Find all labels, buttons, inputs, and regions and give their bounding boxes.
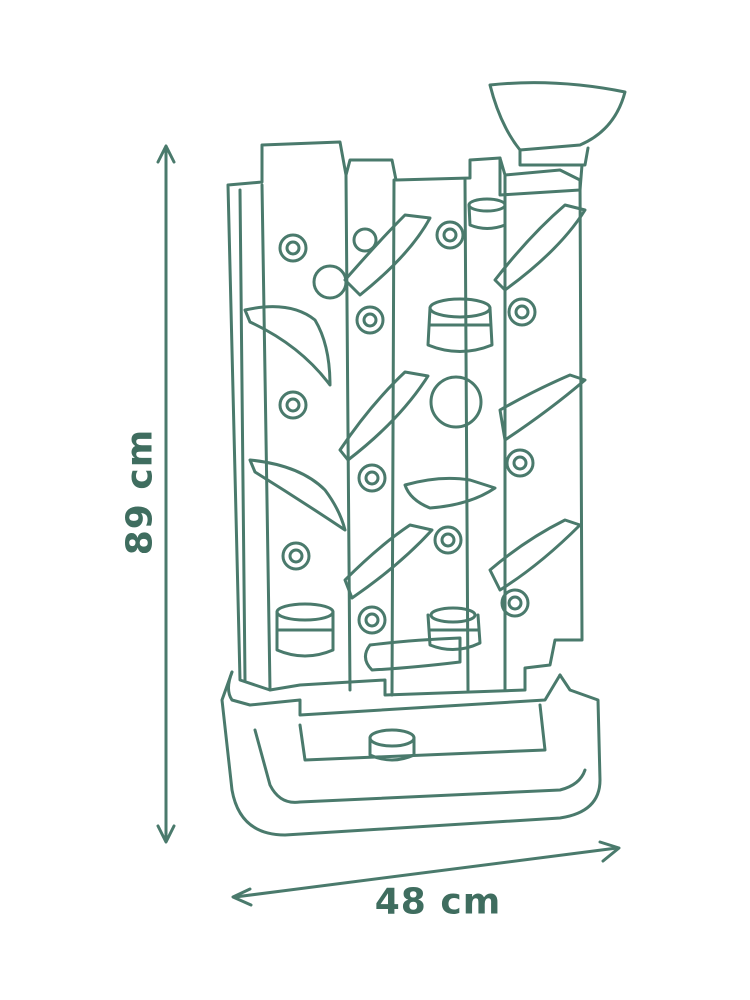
slide-chutes	[243, 203, 587, 672]
water-cups	[275, 297, 494, 658]
height-dimension-label: 89 cm	[119, 428, 161, 556]
spout-circles	[278, 220, 537, 635]
width-dimension-arrow	[231, 840, 621, 907]
water-wheels	[312, 227, 483, 429]
height-dimension-arrow	[156, 144, 176, 844]
base-tray	[220, 670, 602, 837]
top-funnel	[467, 81, 627, 230]
width-dimension-label: 48 cm	[374, 881, 502, 923]
wall-panel	[226, 140, 584, 697]
